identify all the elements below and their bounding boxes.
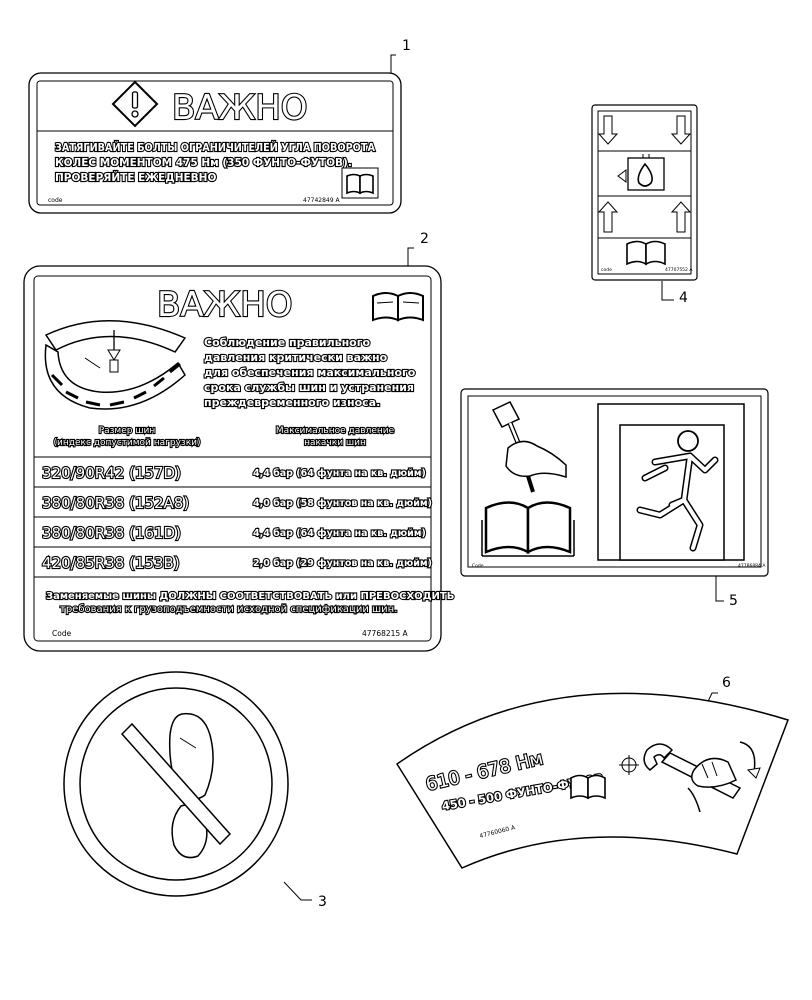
manual-book-icon: [570, 774, 606, 800]
decal-2-footer: Заменяемые шины ДОЛЖНЫ СООТВЕТСТВОВАТЬ и…: [46, 591, 454, 602]
tire-size: 380/80R38 (161D): [42, 524, 181, 542]
decal-2-part-number: 47768215 A: [362, 629, 409, 638]
decal-5-part-number: 47786884 A: [738, 563, 766, 569]
decal-5-code: Code: [472, 563, 484, 569]
decal-4: code 47707552 A: [591, 104, 698, 281]
svg-text:3: 3: [318, 894, 327, 910]
emergency-exit-icon: [597, 403, 745, 561]
decal-6: 610 - 678 Нм 450 - 500 ФУНТО-ФУТОВ 47760…: [395, 692, 789, 869]
decal-1: ВАЖНО ЗАТЯГИВАЙТЕ БОЛТЫ ОГРАНИЧИТЕЛЕЙ УГ…: [28, 72, 402, 214]
target-icon: [619, 755, 639, 775]
tire-row: 420/85R38 (153B) 2,0 бар (29 фунтов на к…: [41, 553, 433, 573]
manual-book-icon: [626, 240, 666, 266]
tire-pressure: 4,0 бар (58 фунтов на кв. дюйм): [253, 498, 432, 509]
decal-2-heading: ВАЖНО: [157, 285, 293, 325]
svg-text:4: 4: [679, 290, 688, 306]
svg-text:(индекс допустимой нагрузки): (индекс допустимой нагрузки): [54, 438, 201, 448]
decal-3: [63, 671, 289, 897]
no-step-icon: [120, 712, 232, 859]
oil-drop-icon: [617, 154, 665, 191]
svg-text:для обеспечения максимального: для обеспечения максимального: [204, 366, 416, 379]
arrow-down-icon: [597, 115, 692, 145]
callout-2: 2: [407, 231, 429, 266]
svg-text:преждевременного износа.: преждевременного износа.: [204, 396, 380, 409]
wrench-hand-icon: [643, 743, 742, 813]
svg-text:Максимальное давление: Максимальное давление: [276, 426, 395, 436]
tire-pressure: 2,0 бар (29 фунтов на кв. дюйм): [253, 558, 432, 569]
tire-row: 320/90R42 (157D) 4,4 бар (64 фунта на кв…: [41, 463, 427, 483]
manual-book-icon: [481, 501, 575, 557]
decal-5: Code 47786884 A: [460, 388, 769, 577]
callout-3: 3: [283, 881, 327, 910]
tire-row: 380/80R38 (152A8) 4,0 бар (58 фунтов на …: [41, 493, 433, 513]
decal-1-line: ЗАТЯГИВАЙТЕ БОЛТЫ ОГРАНИЧИТЕЛЕЙ УГЛА ПОВ…: [55, 141, 376, 154]
hammer-hand-icon: [491, 401, 567, 493]
svg-text:давления критически важно: давления критически важно: [204, 351, 388, 364]
callout-1: 1: [390, 38, 411, 76]
svg-text:6: 6: [722, 675, 731, 691]
rotate-arrow-icon: [739, 741, 761, 779]
tire-pressure: 4,4 бар (64 фунта на кв. дюйм): [253, 468, 426, 479]
decal-2-code: Code: [52, 629, 72, 638]
svg-text:накачки шин: накачки шин: [304, 438, 366, 448]
svg-text:1: 1: [402, 38, 411, 54]
decal-1-part-number: 47742849 A: [303, 197, 340, 204]
tire-size: 320/90R42 (157D): [42, 464, 181, 482]
decal-4-part-number: 47707552 A: [665, 267, 693, 273]
svg-text:Размер шин: Размер шин: [99, 426, 156, 436]
decal-1-code: code: [48, 197, 63, 204]
svg-text:срока службы шин и устранения: срока службы шин и устранения: [204, 381, 414, 394]
decal-4-code: code: [601, 267, 612, 273]
decal-2-footer: требования к грузоподъемности исходной с…: [60, 604, 397, 615]
arrow-up-icon: [597, 201, 692, 233]
manual-book-icon: [372, 292, 424, 322]
callout-5: 5: [715, 576, 738, 609]
tire-gauge-icon: [44, 319, 187, 410]
svg-text:2: 2: [420, 231, 429, 247]
tire-size: 420/85R38 (153B): [42, 554, 180, 572]
decal-1-heading: ВАЖНО: [172, 88, 308, 128]
manual-book-icon: [341, 167, 379, 199]
callout-4: 4: [661, 281, 688, 306]
tire-size: 380/80R38 (152A8): [42, 494, 189, 512]
decal-1-line: ПРОВЕРЯЙТЕ ЕЖЕДНЕВНО: [55, 171, 216, 184]
warning-diamond-icon: [111, 80, 159, 128]
decal-2: ВАЖНО Соблюдение правильного давления кр…: [23, 265, 455, 652]
tire-pressure: 4,4 бар (64 фунта на кв. дюйм): [253, 528, 426, 539]
svg-text:5: 5: [729, 593, 738, 609]
decal-1-line: КОЛЕС МОМЕНТОМ 475 Нм (350 ФУНТО-ФУТОВ).: [55, 157, 352, 169]
svg-text:Соблюдение правильного: Соблюдение правильного: [204, 336, 370, 349]
tire-row: 380/80R38 (161D) 4,4 бар (64 фунта на кв…: [41, 523, 427, 543]
